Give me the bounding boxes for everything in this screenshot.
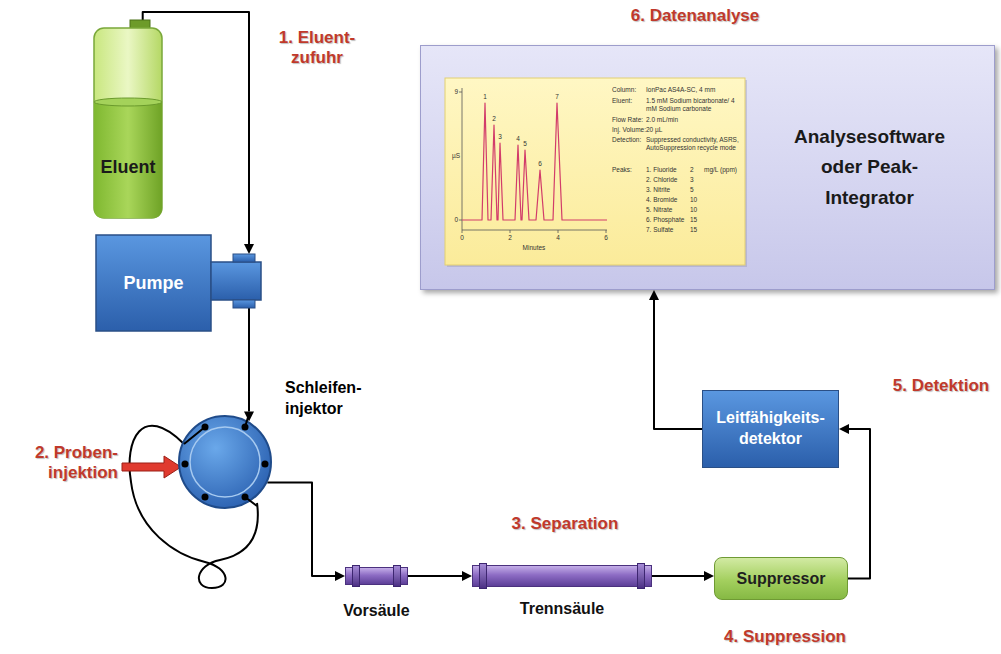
table-cell: 5 <box>690 186 702 194</box>
table-cell: 3 <box>690 176 702 184</box>
chart-background <box>445 78 745 265</box>
table-cell: 6. Phosphate <box>646 216 690 224</box>
table-cell: 15 <box>690 216 702 224</box>
step-label: 2. Proben- injektion <box>18 443 118 483</box>
suppressor-box: Suppressor <box>714 557 848 600</box>
table-cell: Inj. Volume: <box>612 126 646 134</box>
eluent-bottle-shape <box>93 20 163 220</box>
table-cell: Column: <box>612 86 644 94</box>
table-cell: Eluent: <box>612 97 644 105</box>
step-label: 5. Detektion <box>885 376 997 396</box>
table-cell: 5. Nitrate <box>646 206 690 214</box>
table-cell: 7. Sulfate <box>646 226 690 234</box>
step-label: 1. Eluent- zufuhr <box>262 28 372 68</box>
arrow-head <box>839 424 849 434</box>
table-cell: 4. Bromide <box>646 196 690 204</box>
table-cell: mg/L (ppm) <box>704 166 744 174</box>
peak-number: 4 <box>512 135 524 143</box>
axis-label: 0 <box>456 234 468 242</box>
flow-line <box>248 308 250 412</box>
axis-label: 9 <box>446 88 458 96</box>
peak-number: 7 <box>551 93 563 101</box>
arrow-head <box>462 571 472 581</box>
column-fitting <box>637 563 645 589</box>
axis-label: 4 <box>552 234 564 242</box>
table-cell: 20 µL <box>646 126 742 134</box>
flow-arrow <box>408 571 472 581</box>
table-cell: 2 <box>690 166 702 174</box>
axis-label: Minutes <box>509 244 559 252</box>
node-label: Eluent <box>100 157 155 178</box>
node-label: Suppressor <box>737 570 826 588</box>
peak-number: 5 <box>519 140 531 148</box>
separation-column: Trennsäule <box>472 565 652 587</box>
column-fitting <box>393 565 401 587</box>
table-cell: 2. Chloride <box>646 176 690 184</box>
arrow-head <box>244 244 254 254</box>
axis-label: 2 <box>504 234 516 242</box>
node-label: Schleifen- injektor <box>285 378 395 420</box>
flow-line <box>848 429 870 579</box>
table-cell: Detection: <box>612 136 644 144</box>
injection-arrow <box>122 456 181 478</box>
axis-label: µS <box>442 152 460 160</box>
eluent-bottle: Eluent <box>93 20 163 220</box>
arrow-head <box>649 290 659 300</box>
chromatogram-trace <box>462 103 607 220</box>
peak-number: 3 <box>494 133 506 141</box>
peak-number: 2 <box>488 115 500 123</box>
flow-arrow <box>244 308 254 422</box>
peak-number: 1 <box>479 93 491 101</box>
peak-number: 6 <box>534 160 546 168</box>
table-cell: Flow Rate: <box>612 116 644 124</box>
flow-line <box>408 575 462 577</box>
table-cell: 15 <box>690 226 702 234</box>
table-cell: 10 <box>690 196 702 204</box>
node-label: Trennsäule <box>520 600 604 618</box>
chart-shadow <box>447 80 747 267</box>
column-fitting <box>479 563 487 589</box>
table-cell: 3. Nitrite <box>646 186 690 194</box>
step-label: 4. Suppression <box>705 627 865 647</box>
axis-label: 6 <box>600 234 612 242</box>
flow-line <box>267 482 335 576</box>
table-cell: Suppressed conductivity, ASRS, AutoSuppr… <box>646 136 743 152</box>
table-cell: 1.5 mM Sodium bicarbonate/ 4 mM Sodium c… <box>646 97 738 113</box>
flow-arrow <box>267 482 345 581</box>
chart-axes <box>459 88 607 233</box>
node-label: Vorsäule <box>343 602 409 620</box>
node-label: Pumpe <box>123 273 183 294</box>
step-label: 6. Datenanalyse <box>600 6 790 26</box>
injector-valve-shape <box>177 414 273 510</box>
node-label: Analysesoftware oder Peak-Integrator <box>782 122 957 213</box>
flow-line <box>652 575 704 577</box>
flow-arrow <box>652 571 714 581</box>
table-cell: 10 <box>690 206 702 214</box>
flow-line <box>654 300 702 429</box>
table-cell: Peaks: <box>612 166 644 174</box>
flow-arrow <box>649 290 702 429</box>
arrow-head <box>704 571 714 581</box>
arrow-head <box>335 571 345 581</box>
column-fitting <box>352 565 360 587</box>
detector-box: Leitfähigkeits- detektor <box>702 390 839 468</box>
pump-box: Pumpe <box>95 234 262 332</box>
table-cell: 2.0 mL/min <box>646 116 742 124</box>
flow-arrow <box>839 424 870 579</box>
axis-label: 0 <box>446 216 458 224</box>
step-label: 3. Separation <box>495 514 635 534</box>
table-cell: 1. Fluoride <box>646 166 690 174</box>
injector-valve: Schleifen- injektor <box>177 414 273 510</box>
node-label: Leitfähigkeits- detektor <box>711 408 830 450</box>
guard-column: Vorsäule <box>345 567 408 585</box>
table-cell: IonPac AS4A-SC, 4 mm <box>646 86 742 94</box>
